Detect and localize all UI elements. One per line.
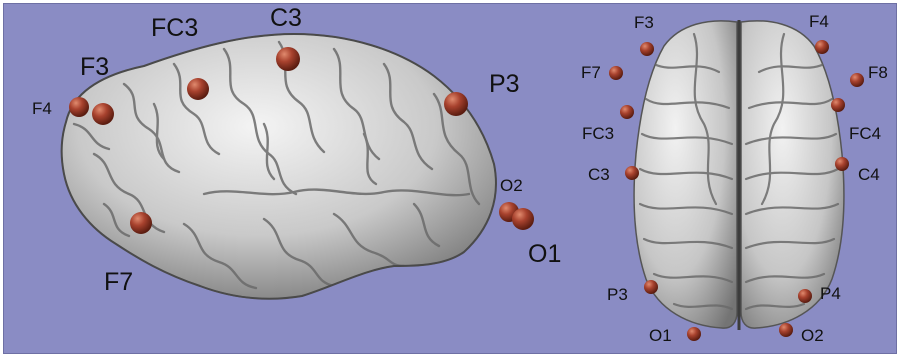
electrode-top-P4	[798, 289, 812, 303]
electrode-top-O1	[687, 327, 701, 341]
label-lat-P3: P3	[489, 70, 520, 98]
electrode-top-F8	[850, 73, 864, 87]
label-top-F7: F7	[581, 63, 601, 82]
label-top-P4: P4	[820, 284, 841, 303]
electrode-lat-F7	[130, 212, 152, 234]
electrode-montage-figure: F4 F3 FC3 C3 P3 O2 O1 F7 F3 F4 F7 F8 FC3…	[3, 3, 897, 354]
electrode-lat-FC3	[187, 78, 209, 100]
label-top-FC3: FC3	[582, 124, 614, 143]
label-top-O1: O1	[649, 326, 672, 345]
electrode-lat-F4	[69, 97, 89, 117]
label-top-C4: C4	[858, 165, 880, 184]
label-lat-O1: O1	[528, 240, 561, 268]
electrode-lat-P3	[444, 92, 468, 116]
label-top-FC4: FC4	[849, 124, 881, 143]
electrode-top-FC3	[620, 105, 634, 119]
electrode-top-FC4	[831, 98, 845, 112]
electrode-top-F7	[609, 66, 623, 80]
label-lat-F3: F3	[80, 53, 109, 81]
electrode-lat-O1	[512, 208, 534, 230]
label-top-O2: O2	[801, 326, 824, 345]
label-top-F3: F3	[634, 13, 654, 32]
electrode-top-F3	[640, 42, 654, 56]
label-top-P3: P3	[607, 285, 628, 304]
label-lat-C3: C3	[270, 4, 302, 32]
label-lat-F7: F7	[104, 268, 133, 296]
label-lat-FC3: FC3	[151, 14, 198, 42]
label-lat-F4: F4	[32, 99, 52, 118]
electrode-top-P3	[644, 280, 658, 294]
electrode-lat-C3	[276, 47, 300, 71]
top-brain	[634, 20, 844, 330]
label-top-F4: F4	[809, 12, 829, 31]
label-top-C3: C3	[588, 165, 610, 184]
label-top-F8: F8	[868, 63, 888, 82]
electrode-top-O2	[779, 323, 793, 337]
figure-canvas: F4 F3 FC3 C3 P3 O2 O1 F7 F3 F4 F7 F8 FC3…	[4, 4, 897, 354]
electrode-top-F4	[815, 40, 829, 54]
electrode-top-C4	[835, 157, 849, 171]
electrode-top-C3	[625, 166, 639, 180]
electrode-lat-F3	[92, 103, 114, 125]
label-lat-O2: O2	[500, 176, 523, 195]
lateral-brain	[62, 34, 496, 299]
